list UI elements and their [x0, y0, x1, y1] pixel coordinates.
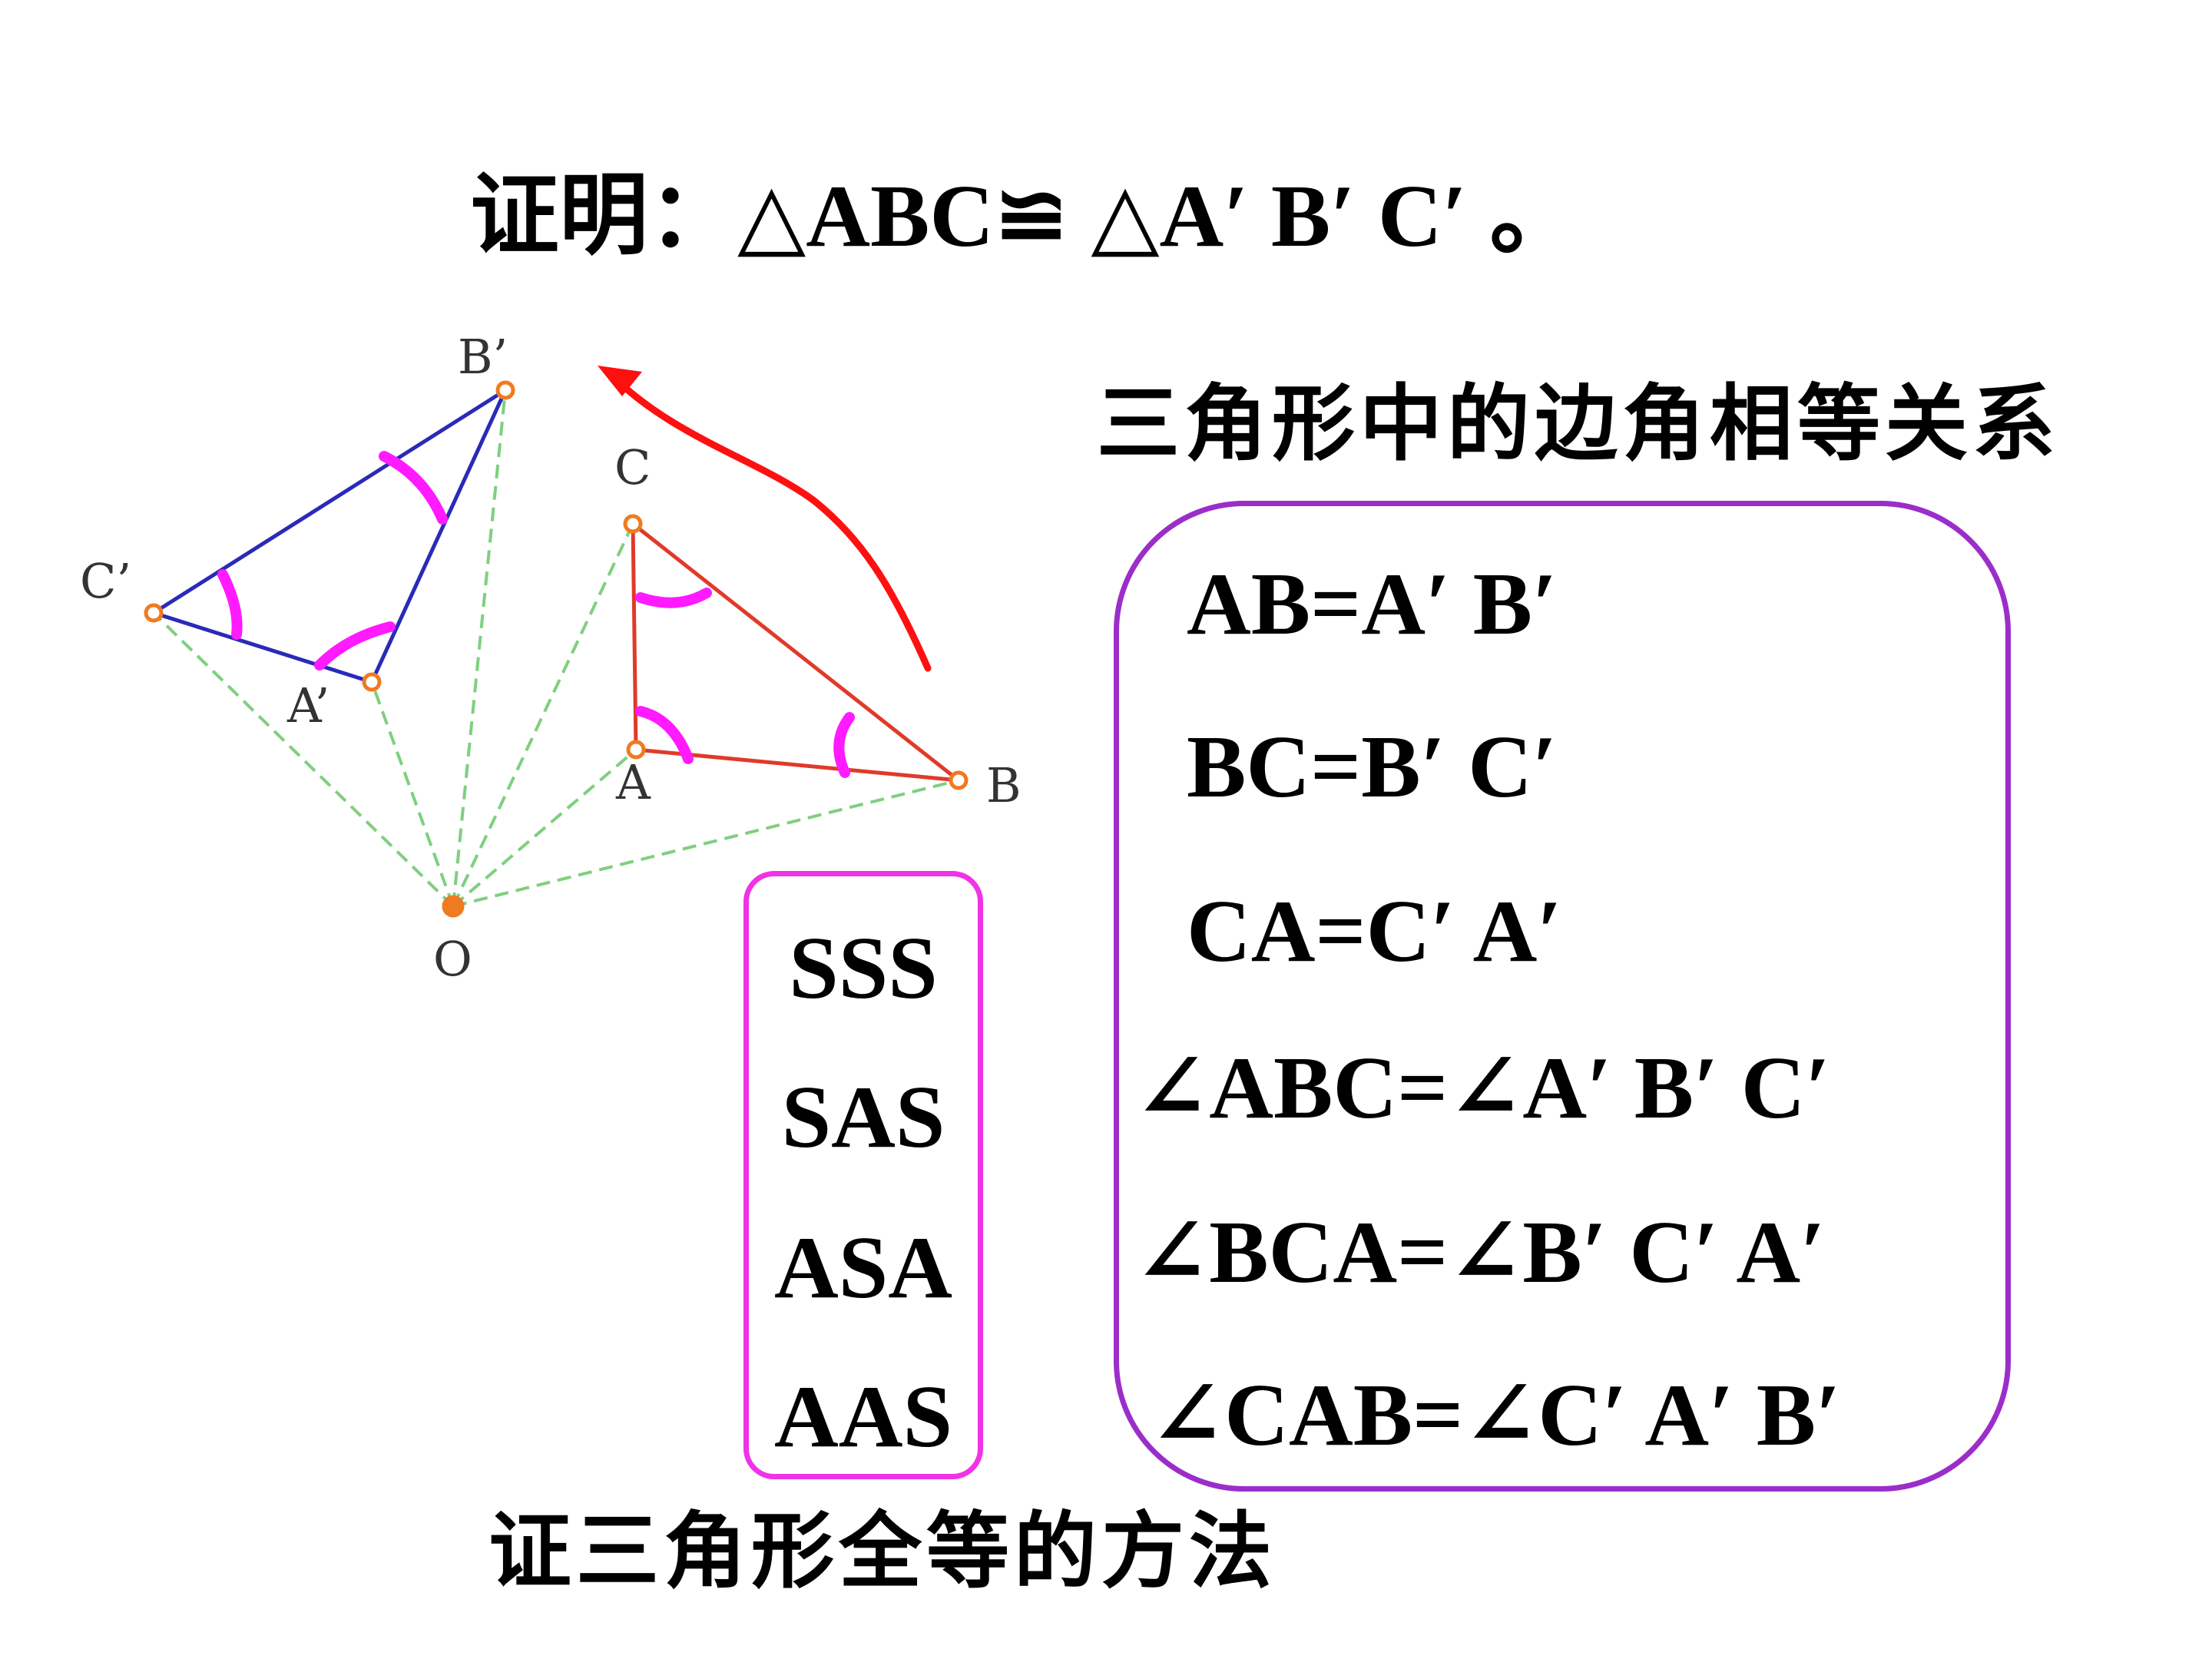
guide-line-o-b	[452, 779, 959, 908]
method-item: ASA	[773, 1219, 953, 1317]
point-b-prime	[495, 380, 515, 400]
relation-item: ∠ABC=∠A′ B′ C′	[1134, 1039, 1831, 1137]
guide-lines	[152, 389, 959, 908]
point-c	[623, 514, 643, 534]
angle-mark-c	[635, 588, 712, 608]
point-c-prime	[144, 603, 164, 623]
method-item: AAS	[773, 1368, 953, 1466]
guide-line-o-cprime	[152, 611, 455, 908]
relations-heading: 三角形中的边角相等关系	[1097, 379, 2061, 471]
points	[144, 380, 969, 918]
page-title: 证明：△ABC≌ △A′ B′ C′ 。	[470, 167, 1579, 266]
triangle-abc	[631, 519, 965, 783]
angle-mark-b	[833, 712, 855, 778]
angle-marks	[217, 451, 855, 778]
label-a: A	[615, 754, 651, 810]
label-b-prime: B’	[458, 329, 508, 385]
point-a	[626, 740, 646, 760]
angle-mark-a	[635, 706, 694, 764]
label-c: C	[614, 439, 651, 495]
congruence-methods-box: SSS SAS ASA AAS	[743, 871, 983, 1479]
guide-line-o-c	[452, 523, 634, 907]
label-o: O	[433, 931, 472, 987]
relation-item: AB=A′ B′	[1187, 555, 1558, 654]
relation-item: ∠BCA=∠B′ C′ A′	[1134, 1204, 1826, 1302]
point-b	[949, 770, 969, 790]
label-b: B	[986, 757, 1022, 813]
angle-mark-c-prime	[217, 569, 243, 640]
guide-line-o-bprime	[452, 389, 507, 907]
angle-mark-b-prime	[379, 451, 448, 525]
point-a-prime	[362, 672, 382, 692]
method-item: SAS	[781, 1068, 945, 1167]
label-c-prime: C’	[80, 553, 131, 609]
angle-mark-a-prime	[314, 621, 396, 671]
triangle-a-prime-b-prime-c-prime	[149, 385, 510, 685]
relation-item: BC=B′ C′	[1187, 718, 1558, 816]
relation-item: ∠CAB=∠C′ A′ B′	[1150, 1366, 1841, 1465]
relations-box: AB=A′ B′ BC=B′ C′ CA=C′ A′ ∠ABC=∠A′ B′ C…	[1114, 501, 2011, 1492]
label-a-prime: A’	[286, 677, 329, 733]
guide-line-o-aprime	[370, 681, 455, 907]
rotation-arrow	[598, 366, 932, 672]
methods-caption: 证三角形全等的方法	[488, 1507, 1277, 1598]
guide-line-o-a	[452, 748, 637, 908]
rotation-diagram: B’ C’ A’ C A B O	[80, 329, 1022, 987]
point-o	[442, 895, 465, 918]
relation-item: CA=C′ A′	[1187, 882, 1563, 981]
method-item: SSS	[789, 919, 938, 1018]
